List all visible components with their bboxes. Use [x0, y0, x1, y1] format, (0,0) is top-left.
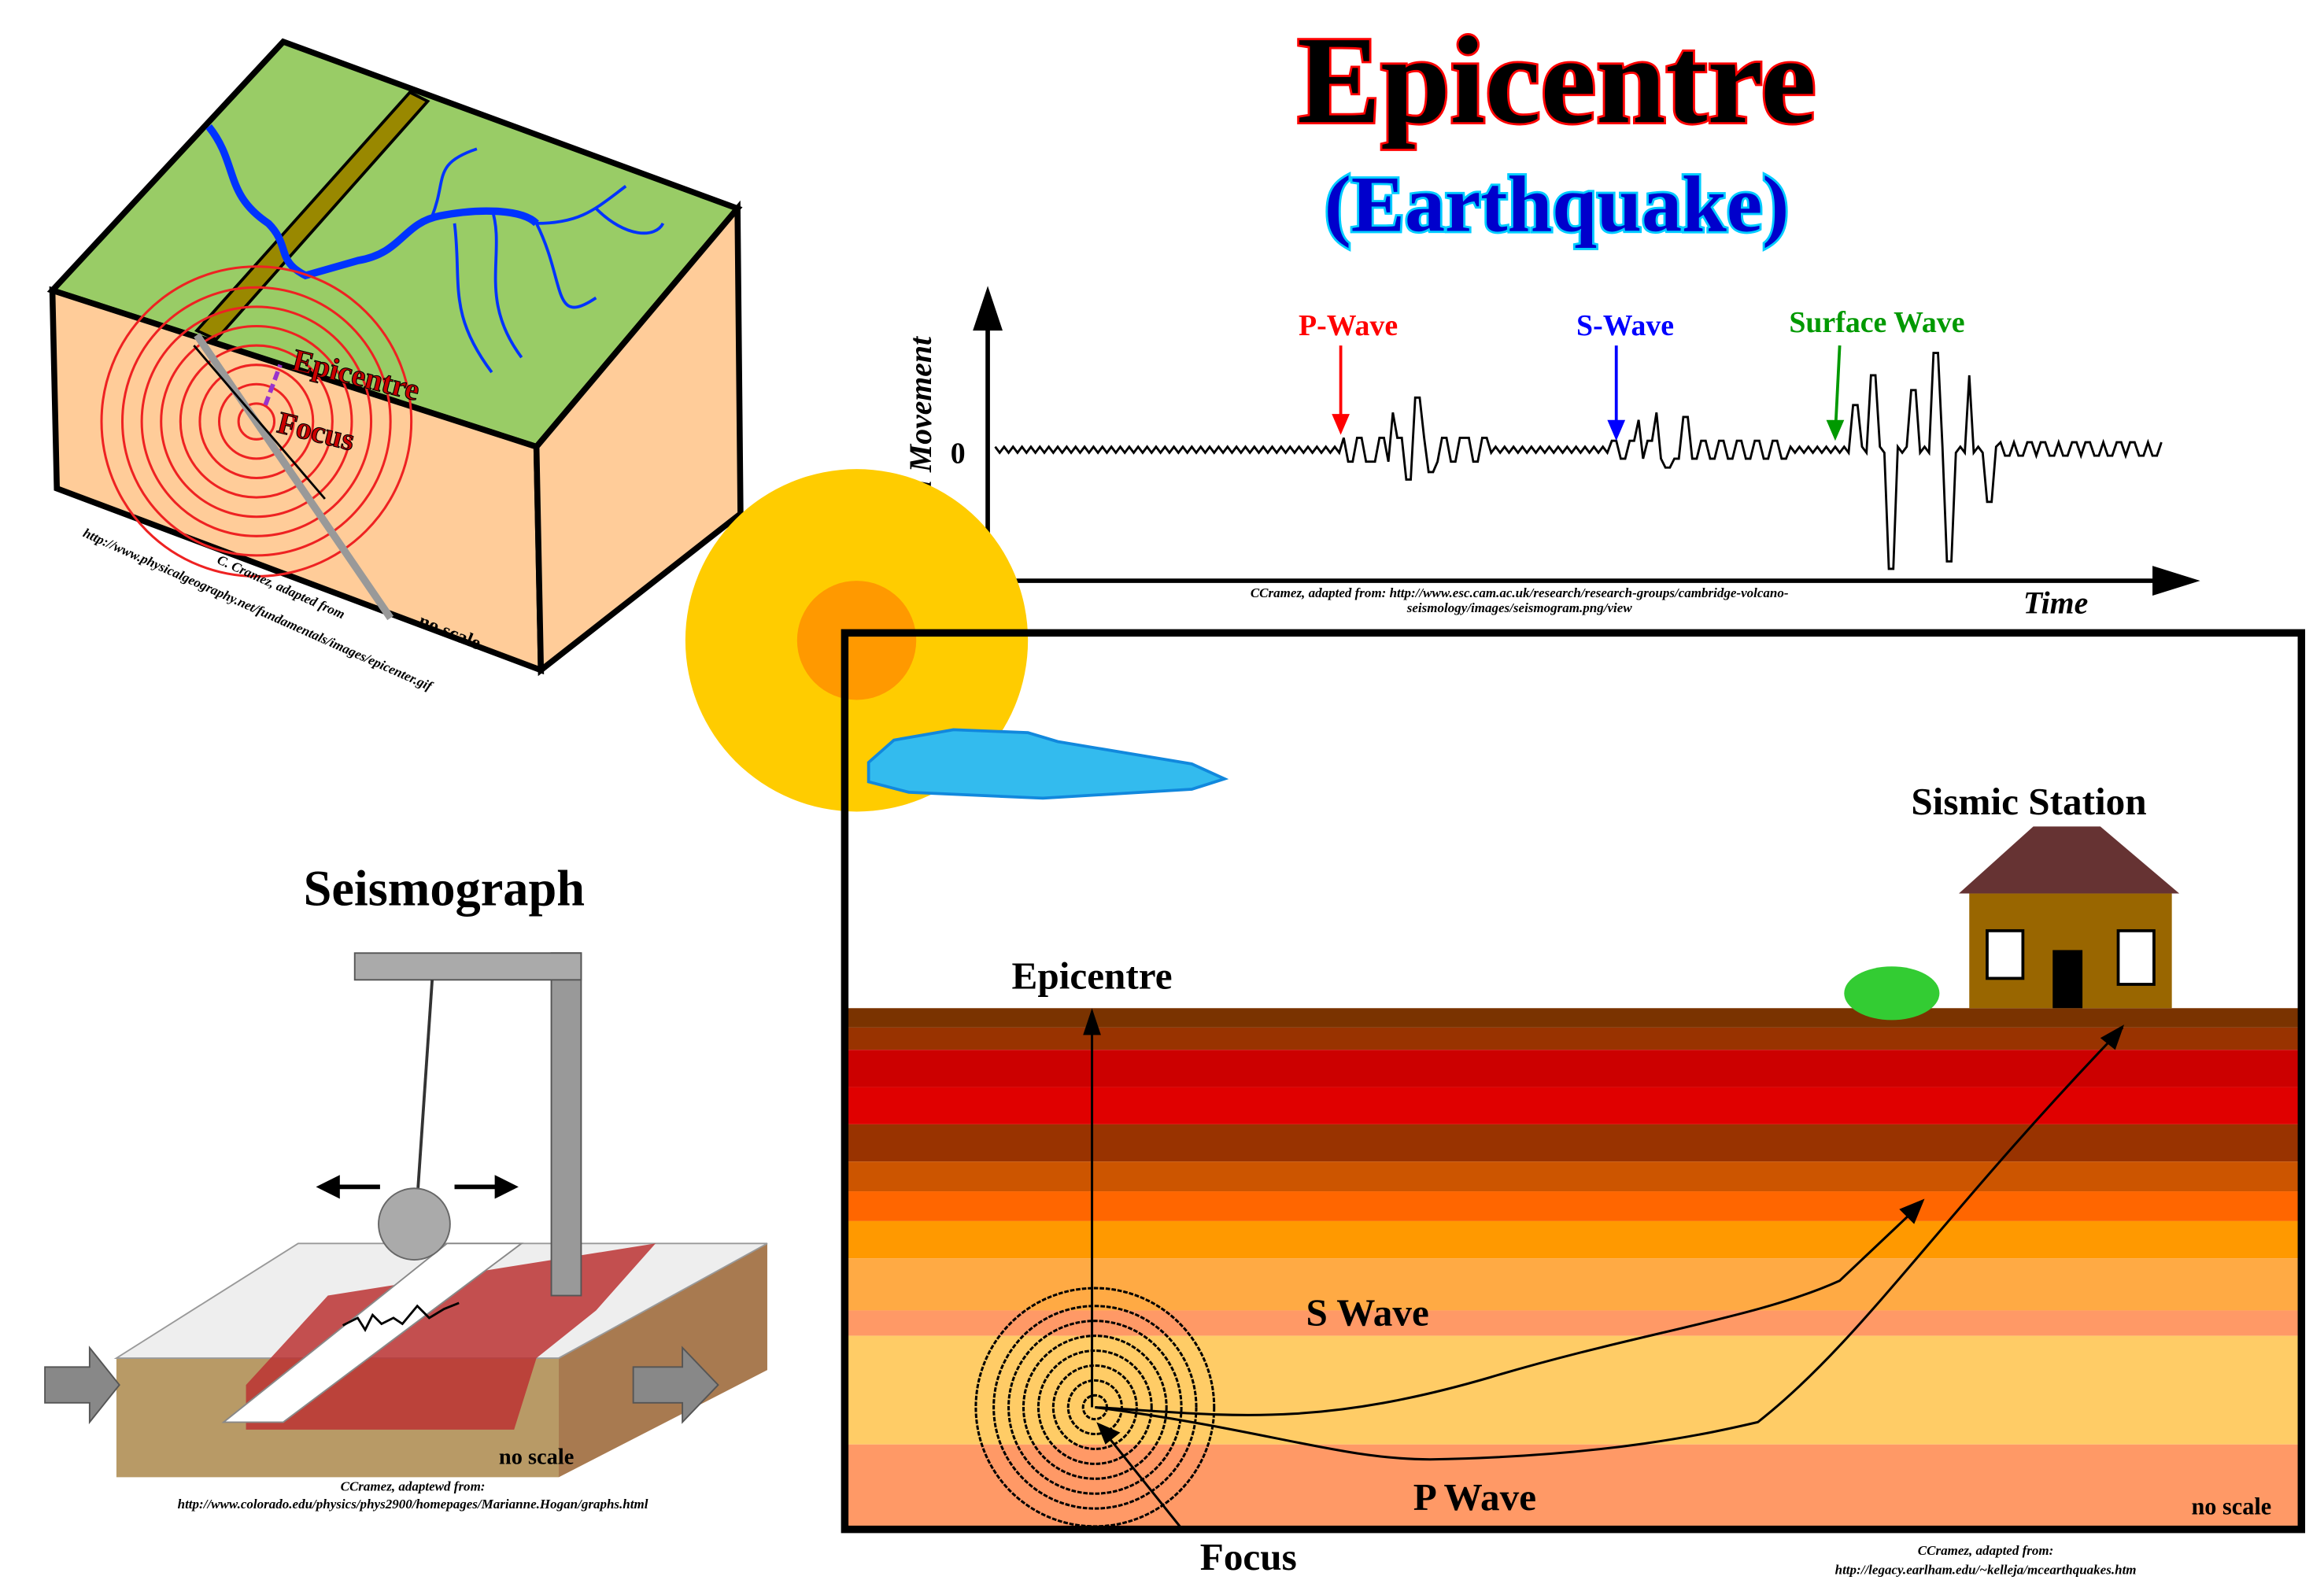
p-wave-label: P-Wave: [1299, 309, 1398, 342]
push-arrow-left: [44, 1346, 120, 1425]
s-wave-label: S-Wave: [1576, 309, 1674, 342]
house-roof: [1959, 826, 2180, 894]
focus-epicentre-link: [263, 364, 283, 406]
recorded-trace: [342, 1301, 460, 1332]
tributaries: [430, 147, 665, 374]
seismograph: Seismograph no scale CCramez, adaptewd f…: [44, 861, 768, 1512]
section-credit-line1: CCramez, adapted from:: [1918, 1543, 2054, 1558]
push-arrow-right: [632, 1346, 719, 1424]
station-label: Sismic Station: [1911, 780, 2146, 823]
focus-pointer: [1101, 1428, 1181, 1527]
fault-plane-line: [194, 333, 394, 621]
page-subtitle: (Earthquake): [1325, 160, 1789, 249]
section-no-scale: no scale: [2191, 1493, 2271, 1520]
frame-arm: [353, 952, 582, 981]
seismograph-title: Seismograph: [304, 861, 585, 917]
rock-layer: [844, 1008, 2302, 1028]
s-wave-arrowhead: [1607, 419, 1626, 441]
cross-section-frame: [841, 629, 2306, 1534]
seismogram-trace: [994, 352, 2163, 570]
frame-post: [550, 952, 582, 1297]
s-wave-path: [1095, 1202, 1923, 1416]
page-title: Epicentre: [1297, 11, 1816, 150]
house-window-left: [1986, 928, 2025, 980]
bush: [1844, 966, 1940, 1021]
house-window-right: [2116, 928, 2156, 986]
motion-arrowhead-right: [494, 1175, 519, 1199]
seismogram-credit-line2: seismology/images/seismogram.png/view: [1406, 600, 1633, 615]
rock-layer: [844, 1124, 2302, 1162]
s-wave-path-label: S Wave: [1306, 1290, 1429, 1334]
focus-pointer-arrowhead: [1096, 1422, 1121, 1445]
rock-layer: [844, 1050, 2302, 1087]
epicentre-arrowhead: [1083, 1008, 1101, 1035]
x-axis-arrow: [2152, 566, 2200, 596]
surface-wave-arrowhead: [1826, 419, 1845, 441]
motion-arrowhead-left: [316, 1175, 340, 1199]
seismograph-credit-line1: CCramez, adaptewd from:: [341, 1478, 486, 1493]
p-wave-path-label: P Wave: [1413, 1475, 1536, 1519]
ground-base-side: [559, 1243, 767, 1478]
rock-layer: [844, 1220, 2302, 1259]
rock-layer: [844, 1444, 2302, 1530]
surface-wave-label: Surface Wave: [1789, 306, 1964, 339]
focus-rings: [974, 1287, 1216, 1528]
block-side-face: [533, 200, 744, 677]
y-axis-arrow: [973, 286, 1003, 331]
rock-layer: [844, 1310, 2302, 1336]
rock-layer: [844, 1161, 2302, 1192]
earth-cross-section: Sismic Station Epicentre S Wave P Wave F…: [685, 469, 2306, 1578]
x-axis-label: Time: [2023, 586, 2088, 621]
cloud: [866, 728, 1229, 800]
seismograph-credit-line2: http://www.colorado.edu/physics/phys2900…: [178, 1497, 648, 1512]
s-wave-path-arrowhead: [1899, 1198, 1925, 1224]
p-wave-path-arrowhead: [2100, 1024, 2125, 1050]
section-credit-line2: http://legacy.earlham.edu/~kelleja/mcear…: [1835, 1562, 2137, 1577]
rock-layer: [844, 1335, 2302, 1445]
paper-strip: [221, 1242, 524, 1423]
seismogram-credit-line1: CCramez, adapted from: http://www.esc.ca…: [1251, 585, 1789, 600]
rock-layer: [844, 1027, 2302, 1050]
house-door: [2052, 950, 2083, 1009]
seismogram: Ground Movement Time 0 P-Wave S-Wave Sur…: [903, 286, 2200, 621]
rock-layer: [844, 1258, 2302, 1311]
p-wave-arrowhead: [1332, 414, 1350, 435]
zero-tick-label: 0: [951, 437, 966, 471]
slip-arrow: [193, 345, 326, 500]
rock-layer: [844, 1191, 2302, 1221]
rock-layers: [844, 1008, 2302, 1530]
section-focus-label: Focus: [1200, 1535, 1297, 1578]
fault-scarp: [194, 90, 430, 341]
section-epicentre-label: Epicentre: [1012, 954, 1173, 998]
block-diagram: Epicentre Focus no scale C. Cramez, adap…: [46, 38, 744, 694]
p-wave-path: [1095, 1026, 2124, 1461]
sun-core: [796, 581, 917, 700]
pendulum-wire: [416, 980, 434, 1199]
seismograph-no-scale: no scale: [499, 1445, 574, 1469]
title-block: Epicentre (Earthquake): [1295, 9, 1819, 251]
seismic-wave-rings: [100, 265, 413, 578]
pendulum-mass: [378, 1187, 451, 1261]
rock-layer: [844, 1087, 2302, 1124]
